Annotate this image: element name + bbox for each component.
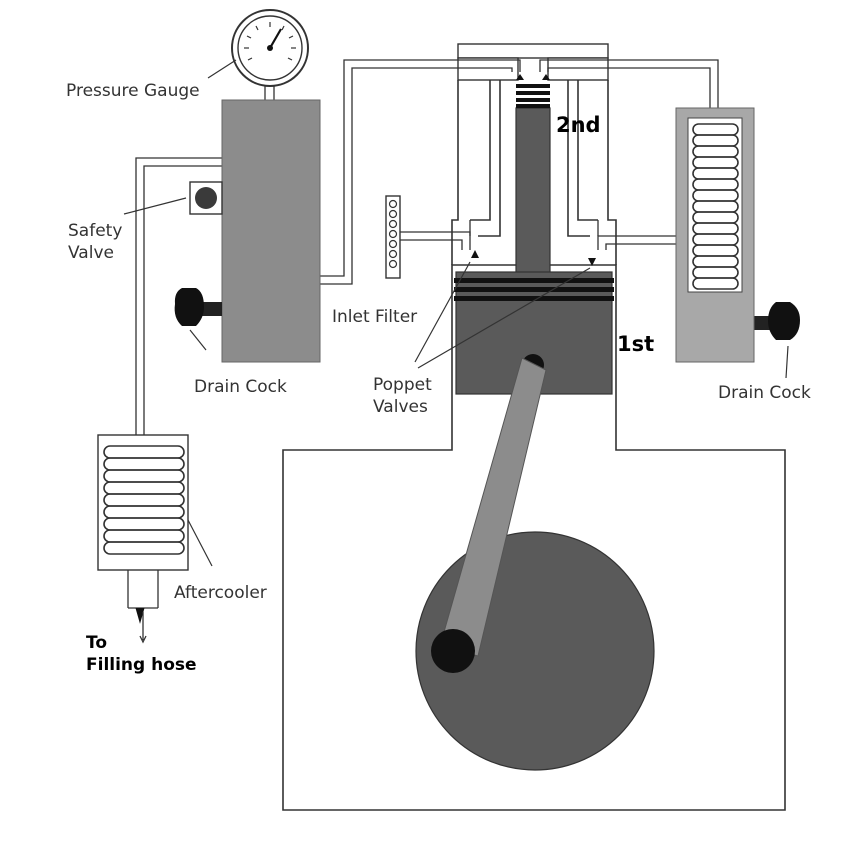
inlet-filter-icon [385, 195, 401, 279]
intercooler [675, 107, 755, 363]
label-inlet-filter: Inlet Filter [332, 307, 417, 327]
label-to-filling-hose-line2: Filling hose [86, 655, 197, 675]
second-stage-piston [515, 74, 551, 279]
label-stage-1st: 1st [617, 332, 654, 356]
aftercooler [97, 434, 189, 644]
leader-lines [123, 59, 789, 567]
coil-loop [692, 277, 739, 290]
label-drain-cock-right: Drain Cock [718, 383, 811, 403]
separator-chamber [221, 99, 321, 363]
label-pressure-gauge: Pressure Gauge [66, 81, 200, 101]
label-safety-valve-line1: Safety [68, 221, 122, 241]
label-aftercooler: Aftercooler [174, 583, 267, 603]
label-drain-cock-left: Drain Cock [194, 377, 287, 397]
label-to-filling-hose-line1: To [86, 633, 107, 653]
cylinder-head [451, 43, 617, 265]
label-safety-valve-line2: Valve [68, 243, 114, 263]
pressure-gauge-icon [231, 9, 309, 87]
safety-valve-icon [189, 181, 223, 215]
poppet-valve-markers [471, 250, 596, 266]
label-stage-2nd: 2nd [556, 113, 601, 137]
coil-loop [103, 541, 185, 555]
label-poppet-valves-line1: Poppet [373, 375, 432, 395]
drain-cock-left-icon [174, 288, 222, 326]
drain-cock-right-icon [752, 302, 800, 340]
pipes [135, 59, 719, 435]
connecting-rod [431, 357, 547, 673]
label-poppet-valves-line2: Valves [373, 397, 428, 417]
